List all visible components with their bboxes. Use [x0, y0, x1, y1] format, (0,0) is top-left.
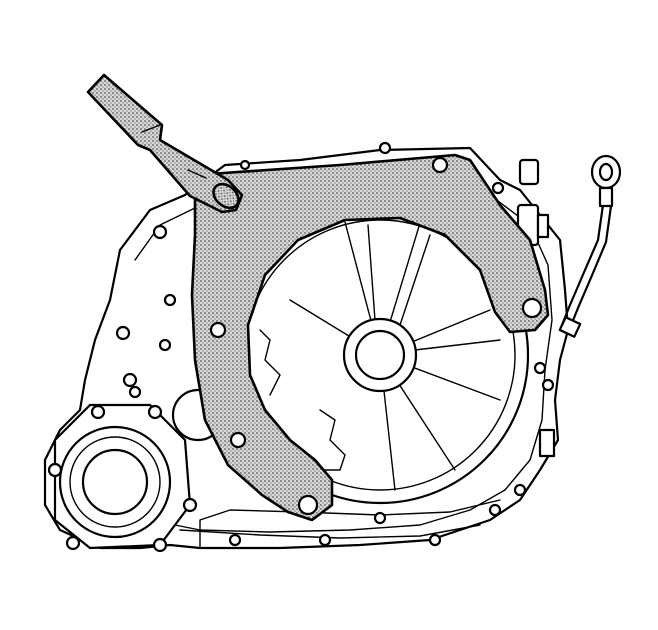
handle-end: [212, 182, 240, 210]
input-shaft-bore: [354, 329, 406, 381]
diff-bore-inner: [81, 448, 149, 516]
dipstick-tube: [558, 154, 622, 338]
tube-bracket: [558, 316, 582, 338]
fixture-bolt: [209, 321, 227, 339]
fixture-bolt: [431, 156, 449, 174]
fixture-handle: [86, 73, 244, 214]
side-plug: [538, 428, 556, 458]
dipstick-handle-eye: [598, 162, 614, 182]
case-bolts: [47, 141, 555, 553]
dipstick-grip: [598, 186, 614, 208]
converter-housing: [230, 205, 530, 505]
fixture-bolt: [229, 431, 247, 449]
fixture-bolt: [521, 297, 543, 319]
vent-fitting: [518, 158, 540, 186]
fixture-plate: [190, 153, 550, 522]
connector: [536, 213, 550, 239]
diff-bore-mid: [69, 436, 161, 528]
fixture-bolt: [297, 494, 319, 516]
